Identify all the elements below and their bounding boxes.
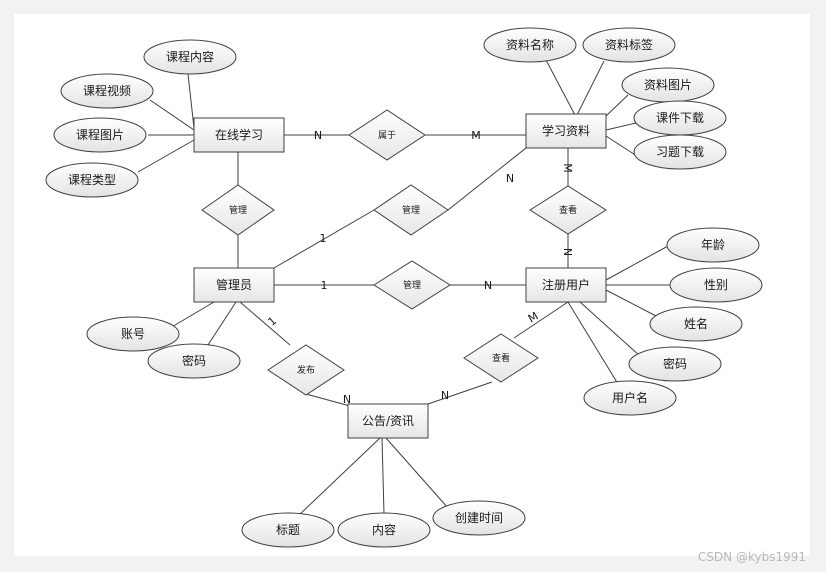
entity-admin: 管理员: [193, 267, 275, 303]
attr-exercise-download-label: 习题下载: [656, 145, 704, 159]
card-admin-manage-material: 1: [320, 232, 327, 245]
entity-registered-user-label: 注册用户: [542, 277, 590, 292]
card-material-view: M: [561, 163, 574, 173]
attr-exercise-download: 习题下载: [633, 134, 727, 170]
attr-course-image-label: 课程图片: [76, 127, 124, 142]
line-announcement-view: [427, 381, 493, 405]
rel-belongs-to: 属于: [348, 109, 426, 161]
line-user-password: [579, 301, 641, 357]
rel-belongs-to-label: 属于: [378, 130, 396, 141]
attr-age-label: 年龄: [701, 238, 725, 252]
line-admin-publish: [239, 301, 291, 346]
rel-view-announcement-label: 查看: [492, 352, 510, 364]
attr-admin-password: 密码: [147, 343, 241, 379]
attr-title: 标题: [241, 512, 335, 548]
attr-course-video-label: 课程视频: [83, 83, 131, 98]
attr-title-label: 标题: [276, 523, 300, 537]
attr-username-label: 用户名: [612, 390, 648, 405]
rel-manage-user-label: 管理: [403, 279, 421, 291]
line-announcement-created: [385, 437, 449, 509]
card-admin-manage-user: 1: [321, 279, 328, 292]
attr-user-password: 密码: [628, 346, 722, 382]
line-admin-manage-material: [273, 209, 375, 269]
line-announcement-title: [297, 437, 381, 517]
attr-admin-password-label: 密码: [182, 353, 206, 368]
attr-course-type-label: 课程类型: [68, 172, 116, 187]
attr-course-type: 课程类型: [45, 162, 139, 198]
entity-announcement-label: 公告/资讯: [362, 414, 414, 428]
attr-content: 内容: [337, 512, 431, 548]
rel-view-material: 查看: [529, 185, 607, 235]
attr-created-time-label: 创建时间: [455, 511, 503, 525]
attr-material-name-label: 资料名称: [506, 37, 554, 52]
attr-course-content: 课程内容: [143, 39, 237, 75]
line-user-username: [567, 301, 619, 385]
rel-view-announcement: 查看: [463, 333, 539, 383]
card-online-belongs: N: [314, 129, 322, 142]
line-announcement-content: [381, 437, 385, 515]
rel-publish: 发布: [267, 344, 345, 396]
rel-manage-online-label: 管理: [229, 204, 247, 216]
attr-material-name: 资料名称: [483, 27, 577, 63]
attr-age: 年龄: [666, 227, 760, 263]
attr-material-tag: 资料标签: [582, 27, 676, 63]
rel-view-material-label: 查看: [559, 204, 577, 216]
card-user-managed: N: [484, 279, 492, 292]
card-announcement-publish: N: [343, 393, 351, 406]
card-announcement-view: N: [441, 389, 449, 402]
attr-courseware-download: 课件下载: [633, 100, 727, 136]
line-publish-announcement: [305, 393, 351, 407]
attr-course-video: 课程视频: [60, 73, 154, 109]
card-user-view-material: N: [561, 248, 574, 256]
attr-courseware-download-label: 课件下载: [656, 111, 704, 125]
entity-registered-user: 注册用户: [525, 267, 607, 303]
attr-gender: 性别: [669, 267, 763, 303]
entity-announcement: 公告/资讯: [347, 403, 429, 439]
entity-online-learning: 在线学习: [193, 117, 285, 153]
line-admin-account: [169, 301, 215, 329]
entity-admin-label: 管理员: [216, 277, 252, 292]
rel-manage-material-label: 管理: [402, 204, 420, 216]
line-material-name: [545, 59, 577, 118]
attr-name: 姓名: [649, 306, 743, 342]
card-material-manage-admin: N: [506, 172, 514, 185]
line-online-course-content: [187, 73, 195, 129]
line-manage-material: [447, 147, 527, 211]
entity-study-material-label: 学习资料: [542, 123, 590, 138]
attr-name-label: 姓名: [684, 316, 708, 331]
attr-username: 用户名: [583, 380, 677, 416]
watermark-text: CSDN @kybs1991: [698, 550, 806, 564]
connector-lines: [137, 59, 672, 517]
line-material-image: [605, 94, 629, 117]
attr-created-time: 创建时间: [432, 500, 526, 536]
line-view-announcement-user: [513, 301, 569, 339]
line-admin-password: [205, 301, 237, 349]
attr-material-tag-label: 资料标签: [605, 37, 653, 52]
attr-course-content-label: 课程内容: [166, 49, 214, 64]
line-user-name: [605, 289, 657, 317]
attr-course-image: 课程图片: [53, 117, 147, 153]
attr-user-password-label: 密码: [663, 356, 687, 371]
line-online-course-type: [137, 139, 195, 173]
card-material-belongs: M: [471, 129, 481, 142]
rel-manage-user: 管理: [373, 260, 451, 310]
rel-manage-material: 管理: [373, 184, 449, 236]
rel-manage-online: 管理: [201, 184, 275, 236]
line-user-age: [605, 245, 669, 281]
line-online-course-video: [149, 99, 195, 131]
attr-content-label: 内容: [372, 522, 396, 537]
attr-account-label: 账号: [121, 327, 145, 341]
rel-publish-label: 发布: [297, 364, 315, 376]
line-material-tag: [575, 60, 605, 118]
attr-material-image: 资料图片: [621, 67, 715, 103]
attr-account: 账号: [86, 316, 180, 352]
entity-study-material: 学习资料: [525, 113, 607, 149]
line-courseware-download: [605, 122, 637, 131]
entity-online-learning-label: 在线学习: [215, 127, 263, 142]
attr-gender-label: 性别: [704, 278, 728, 292]
attr-material-image-label: 资料图片: [644, 78, 692, 92]
